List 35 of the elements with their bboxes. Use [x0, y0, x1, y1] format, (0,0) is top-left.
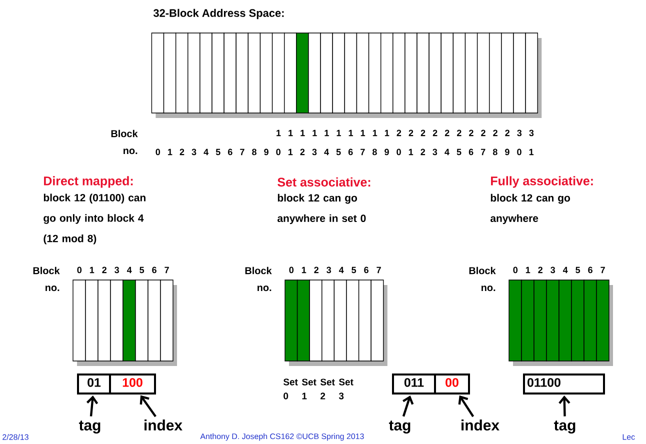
address-field: 100	[109, 374, 156, 394]
arrow	[86, 396, 98, 416]
block-numbers: 0 1 2 3 4 5 6 7	[289, 266, 381, 274]
field-label: tag	[554, 420, 576, 434]
set-label: Set 0	[283, 378, 298, 400]
block-numbers: 1 1 1 1 1 1 1 1 1 1 2 2 2 2 2 2 2 2 2 2 3 3	[276, 130, 534, 136]
arrow	[458, 395, 474, 418]
title: 32-Block Address Space:	[153, 8, 284, 20]
axis-label: Block no.	[469, 266, 496, 292]
arrow	[402, 395, 414, 417]
axis-label: Block no.	[33, 266, 60, 292]
arrow	[558, 396, 570, 416]
block-numbers: 0 1 2 3 4 5 6 7	[77, 266, 169, 274]
set-label: Set 1	[302, 378, 316, 400]
field-label: index	[144, 420, 182, 431]
address-field: 011	[392, 374, 436, 394]
set-label: Set 3	[338, 378, 354, 400]
description: block 12 can go anywhere in set 0	[278, 194, 366, 224]
heading: Fully associative:	[491, 176, 593, 188]
block-numbers: 0 1 2 3 4 5 6 7 8 9 0 1 2 3 4 5 6 7 8 9 0 1 2 3 4 5 6 7 8 9 0 1	[156, 148, 534, 156]
field-label: tag	[388, 420, 410, 434]
heading: Set associative:	[278, 177, 370, 187]
description: block 12 can go anywhere	[490, 194, 570, 224]
heading: Direct mapped:	[44, 176, 133, 188]
field-label: index	[462, 420, 500, 431]
axis-label: Block no.	[245, 266, 272, 292]
block-numbers: 0 1 2 3 4 5 6 7	[513, 266, 605, 274]
description: block 12 (01100) can go only into block 4 (12 mod 8)	[44, 194, 146, 244]
address-field: 00	[434, 374, 470, 394]
set-label: Set 2	[320, 378, 335, 400]
field-label: tag	[79, 420, 100, 434]
address-field: 01100	[523, 374, 605, 394]
address-field: 01	[77, 374, 111, 394]
axis-label: Block no.	[111, 130, 138, 154]
arrow	[140, 395, 156, 418]
